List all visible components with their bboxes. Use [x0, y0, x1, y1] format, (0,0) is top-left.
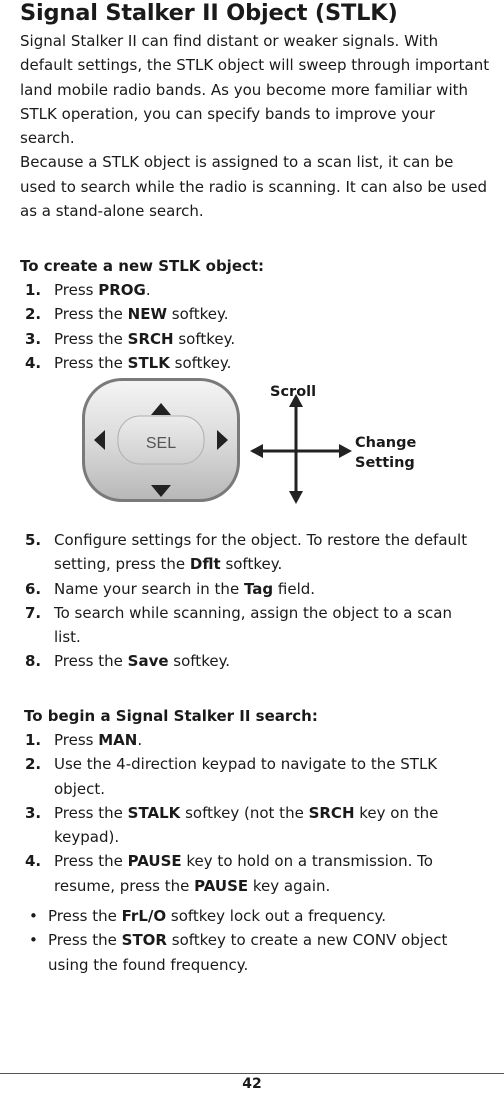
intro-paragraph-1: Signal Stalker II can find distant or we…	[20, 32, 490, 148]
direction-pad: SEL	[82, 378, 240, 502]
step-text: Use the 4-direction keypad to navigate t…	[54, 755, 438, 798]
bullet-text: Press the	[48, 907, 122, 925]
list-item: 6. Name your search in the Tag field.	[20, 577, 480, 601]
arrow-left-icon	[94, 430, 105, 450]
list-item: 4. Press the PAUSE key to hold on a trans…	[20, 849, 480, 898]
scroll-label: Scroll	[270, 384, 316, 400]
key-name: SRCH	[127, 329, 174, 348]
key-name: Tag	[243, 579, 274, 598]
step-text: softkey.	[167, 305, 229, 324]
step-text: To search while scanning, assign the obj…	[54, 603, 452, 647]
step-text: .	[145, 281, 151, 299]
step-number: 3.	[25, 329, 42, 348]
list-item: 4. Press the STLK softkey.	[20, 351, 480, 375]
page-title: Signal Stalker II Object (STLK)	[20, 0, 398, 26]
step-text: softkey.	[168, 652, 231, 671]
begin-steps-list: 1. Press MAN. 2. Use the 4-direction keypa…	[20, 728, 480, 898]
step-number: 4.	[25, 353, 42, 372]
bullet-text: softkey lock out a frequency.	[166, 907, 387, 925]
create-steps-list: 1. Press PROG. 2. Press the NEW softkey. 3…	[20, 278, 480, 375]
bullet-text: softkey to create a new CONV object usin…	[48, 931, 448, 974]
begin-bullets-list: • Press the FrL/O softkey lock out a freq…	[20, 904, 480, 977]
step-text: softkey (not the	[180, 803, 309, 822]
step-number: 1.	[25, 281, 42, 299]
key-name: STALK	[127, 803, 181, 822]
list-item: 2. Press the NEW softkey.	[20, 302, 480, 326]
list-item: 3. Press the SRCH softkey.	[20, 327, 480, 351]
create-heading: To create a new STLK object:	[20, 257, 265, 275]
step-number: 6.	[25, 579, 42, 598]
key-name: SRCH	[308, 803, 355, 822]
key-name: NEW	[127, 305, 167, 324]
step-text: Press the	[54, 803, 128, 822]
step-text: Name your search in the	[54, 579, 244, 598]
step-text: softkey.	[173, 329, 236, 348]
step-number: 3.	[25, 803, 42, 822]
step-text: Configure settings for the object. To re…	[54, 531, 468, 574]
page-number: 42	[242, 1076, 262, 1092]
step-number: 4.	[25, 852, 42, 871]
bullet-icon: •	[29, 907, 38, 925]
step-number: 5.	[25, 531, 42, 549]
bullet-icon: •	[29, 931, 38, 950]
direction-cross-icon	[250, 394, 352, 504]
step-text: softkey.	[169, 353, 232, 372]
step-text: key on the keypad).	[54, 803, 439, 847]
key-name: Save	[127, 652, 169, 671]
step-text: Press	[54, 281, 99, 299]
step-number: 7.	[25, 603, 42, 622]
key-name: PAUSE	[194, 876, 249, 895]
step-number: 1.	[25, 731, 42, 749]
list-item: 8. Press the Save softkey.	[20, 649, 480, 673]
keypad-diagram: SEL Scroll Change Setting	[82, 378, 416, 504]
list-item: 5. Configure settings for the object. To …	[20, 528, 480, 577]
arrow-right-icon	[217, 430, 228, 450]
step-number: 2.	[25, 755, 42, 774]
key-name: STLK	[127, 353, 170, 372]
intro-paragraph-2: Because a STLK object is assigned to a s…	[20, 153, 487, 221]
step-text: Press	[54, 731, 99, 749]
list-item: • Press the STOR softkey to create a new …	[20, 928, 480, 977]
step-text: key again.	[248, 876, 331, 895]
step-text: Press the	[54, 652, 128, 671]
step-text: .	[137, 731, 143, 749]
sel-label: SEL	[146, 435, 176, 452]
list-item: • Press the FrL/O softkey lock out a freq…	[20, 904, 480, 928]
list-item: 2. Use the 4-direction keypad to navigate…	[20, 752, 480, 801]
setting-label: Setting	[355, 455, 415, 471]
step-text: softkey.	[220, 555, 283, 574]
create-steps-list-continued: 5. Configure settings for the object. To …	[20, 528, 480, 674]
step-number: 2.	[25, 305, 42, 324]
bullet-text: Press the	[48, 931, 122, 950]
intro-text: Signal Stalker II can find distant or we…	[20, 29, 490, 223]
step-text: Press the	[54, 329, 128, 348]
list-item: 3.Press the STALK softkey (not the SRCH …	[20, 801, 480, 850]
list-item: 7. To search while scanning, assign the o…	[20, 601, 480, 650]
arrow-down-icon	[151, 485, 171, 497]
list-item: 1. Press PROG.	[20, 278, 480, 302]
step-text: Press the	[54, 305, 128, 324]
step-text: key to hold on a transmission. To resume…	[54, 852, 433, 895]
step-text: Press the	[54, 852, 128, 871]
arrow-up-icon	[151, 403, 171, 415]
change-label: Change	[355, 435, 416, 451]
step-number: 8.	[25, 652, 42, 671]
list-item: 1. Press MAN.	[20, 728, 480, 752]
key-name: Dflt	[189, 555, 221, 574]
step-text: Press the	[54, 353, 128, 372]
footer-divider	[0, 1073, 504, 1074]
key-name: PROG	[98, 281, 146, 299]
key-name: FrL/O	[121, 907, 167, 925]
step-text: field.	[273, 579, 316, 598]
key-name: PAUSE	[127, 852, 182, 871]
key-name: STOR	[121, 931, 167, 950]
begin-heading: To begin a Signal Stalker II search:	[24, 707, 318, 725]
key-name: MAN	[98, 731, 138, 749]
